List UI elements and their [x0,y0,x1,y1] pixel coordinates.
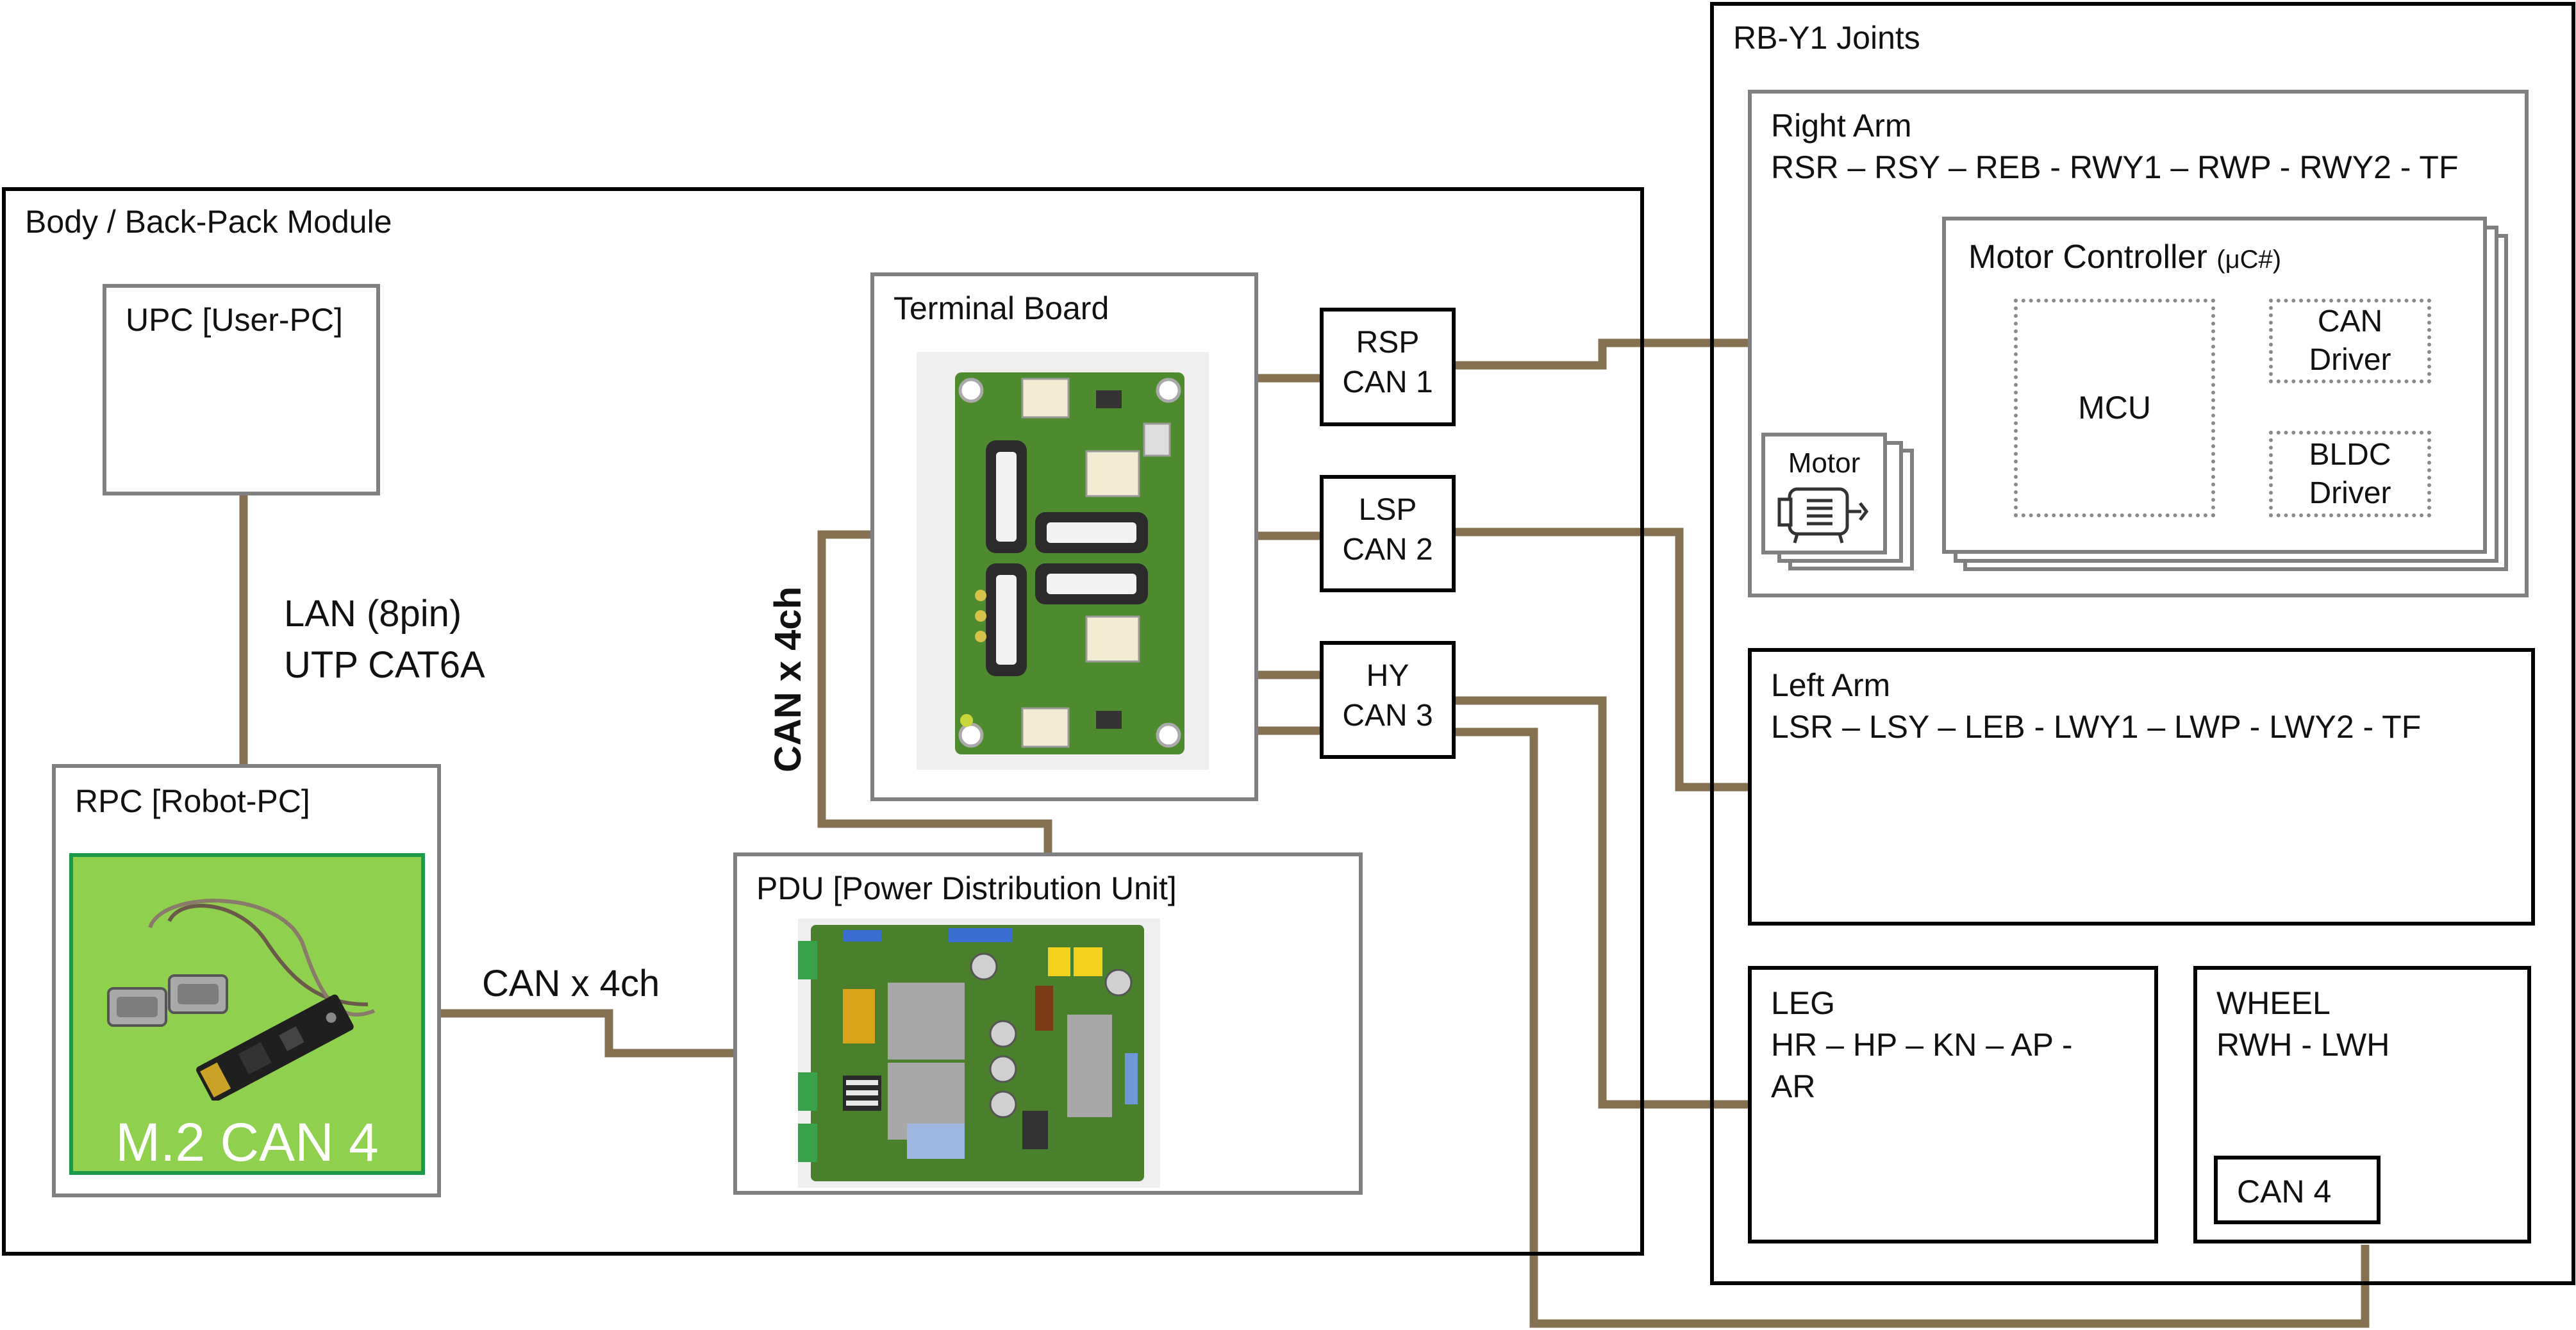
leg-joints-line2: AR [1771,1068,1816,1104]
can-driver-line2: Driver [2309,343,2391,377]
pdu-board-image [798,919,1160,1188]
m2-module-board [196,994,354,1101]
wire-rpc-pdu [423,1009,798,1058]
lan-cable-type: LAN (8pin) [284,593,462,635]
db9-connector-1 [107,987,167,1027]
rby1-joints-title: RB-Y1 Joints [1733,20,1920,56]
can-driver-line1: CAN [2317,304,2383,338]
wire-pdu-terminal [817,530,1052,854]
db9-connector-2 [168,974,228,1014]
can3-label: CAN 3 [1342,699,1433,733]
wire-lsp-left-arm [1454,528,1750,792]
leg-title: LEG [1771,985,1836,1021]
rpc-title: RPC [Robot-PC] [75,783,310,819]
terminal-board-box: Terminal Board [870,272,1258,801]
hy-label: HY [1366,659,1409,693]
pdu-box: PDU [Power Distribution Unit] [733,852,1363,1195]
mcu-label: MCU [2078,390,2151,426]
wire-hy-wheel [1454,727,2370,1328]
leg-joints-line1: HR – HP – KN – AP - [1771,1027,2073,1063]
rsp-can1-box: RSP CAN 1 [1320,308,1456,426]
terminal-board-image [917,352,1209,770]
wheel-title: WHEEL [2216,985,2331,1021]
wheel-box: WHEEL RWH - LWH CAN 4 [2193,966,2531,1243]
pdu-title: PDU [Power Distribution Unit] [756,870,1177,906]
terminal-board-title: Terminal Board [893,290,1109,326]
wheel-can4-box: CAN 4 [2214,1156,2381,1224]
wheel-can4-label: CAN 4 [2237,1174,2332,1209]
lsp-can2-box: LSP CAN 2 [1320,475,1456,592]
left-arm-joints: LSR – LSY – LEB - LWY1 – LWP - LWY2 - TF [1771,709,2422,745]
upc-box: UPC [User-PC] [103,284,380,495]
left-arm-title: Left Arm [1771,667,1891,703]
wire-hy-leg [1454,696,1750,1109]
mcu-box: MCU [2014,299,2215,517]
lan-label: LAN (8pin) UTP CAT6A [284,588,485,691]
left-arm-box: Left Arm LSR – LSY – LEB - LWY1 – LWP - … [1748,648,2535,926]
motor-box: Motor [1761,433,1887,554]
right-arm-title: Right Arm [1771,108,1912,144]
can-x4-label-vertical: CAN x 4ch [767,586,810,773]
can-x4-label-rpc-pdu: CAN x 4ch [482,963,660,1004]
can-driver-box: CAN Driver [2269,299,2431,383]
motor-controller-title: Motor Controller (μC#) [1968,237,2281,277]
wheel-joints: RWH - LWH [2216,1027,2390,1063]
m2-can4-card: M.2 CAN 4 [69,853,425,1175]
bldc-driver-box: BLDC Driver [2269,431,2431,517]
motor-controller-name: Motor Controller [1968,238,2207,276]
motor-label: Motor [1788,447,1861,479]
can2-label: CAN 2 [1342,533,1433,567]
can-card-image [107,899,376,1101]
right-arm-joints: RSR – RSY – REB - RWY1 – RWP - RWY2 - TF [1771,149,2459,185]
body-backpack-module: Body / Back-Pack Module [2,187,1644,1256]
upc-title: UPC [User-PC] [126,302,343,338]
bldc-driver-line2: Driver [2309,476,2391,510]
rsp-label: RSP [1356,326,1420,360]
can1-label: CAN 1 [1342,365,1433,399]
wire-rsp-right-arm [1454,338,1750,370]
bldc-driver-line1: BLDC [2309,438,2391,472]
motor-controller-suffix: (μC#) [2216,245,2282,274]
body-module-title: Body / Back-Pack Module [25,204,392,240]
rby1-joints-box: RB-Y1 Joints [1710,2,2575,1285]
m2-can4-label: M.2 CAN 4 [115,1112,379,1172]
hy-can3-box: HY CAN 3 [1320,641,1456,759]
lan-cable-spec: UTP CAT6A [284,644,485,686]
rpc-box: RPC [Robot-PC] [52,764,441,1197]
lsp-label: LSP [1358,493,1417,527]
motor-icon [1777,487,1869,544]
leg-box: LEG HR – HP – KN – AP - AR [1748,966,2158,1243]
motor-controller-box: Motor Controller (μC#) MCU CAN Driver BL… [1942,217,2487,554]
